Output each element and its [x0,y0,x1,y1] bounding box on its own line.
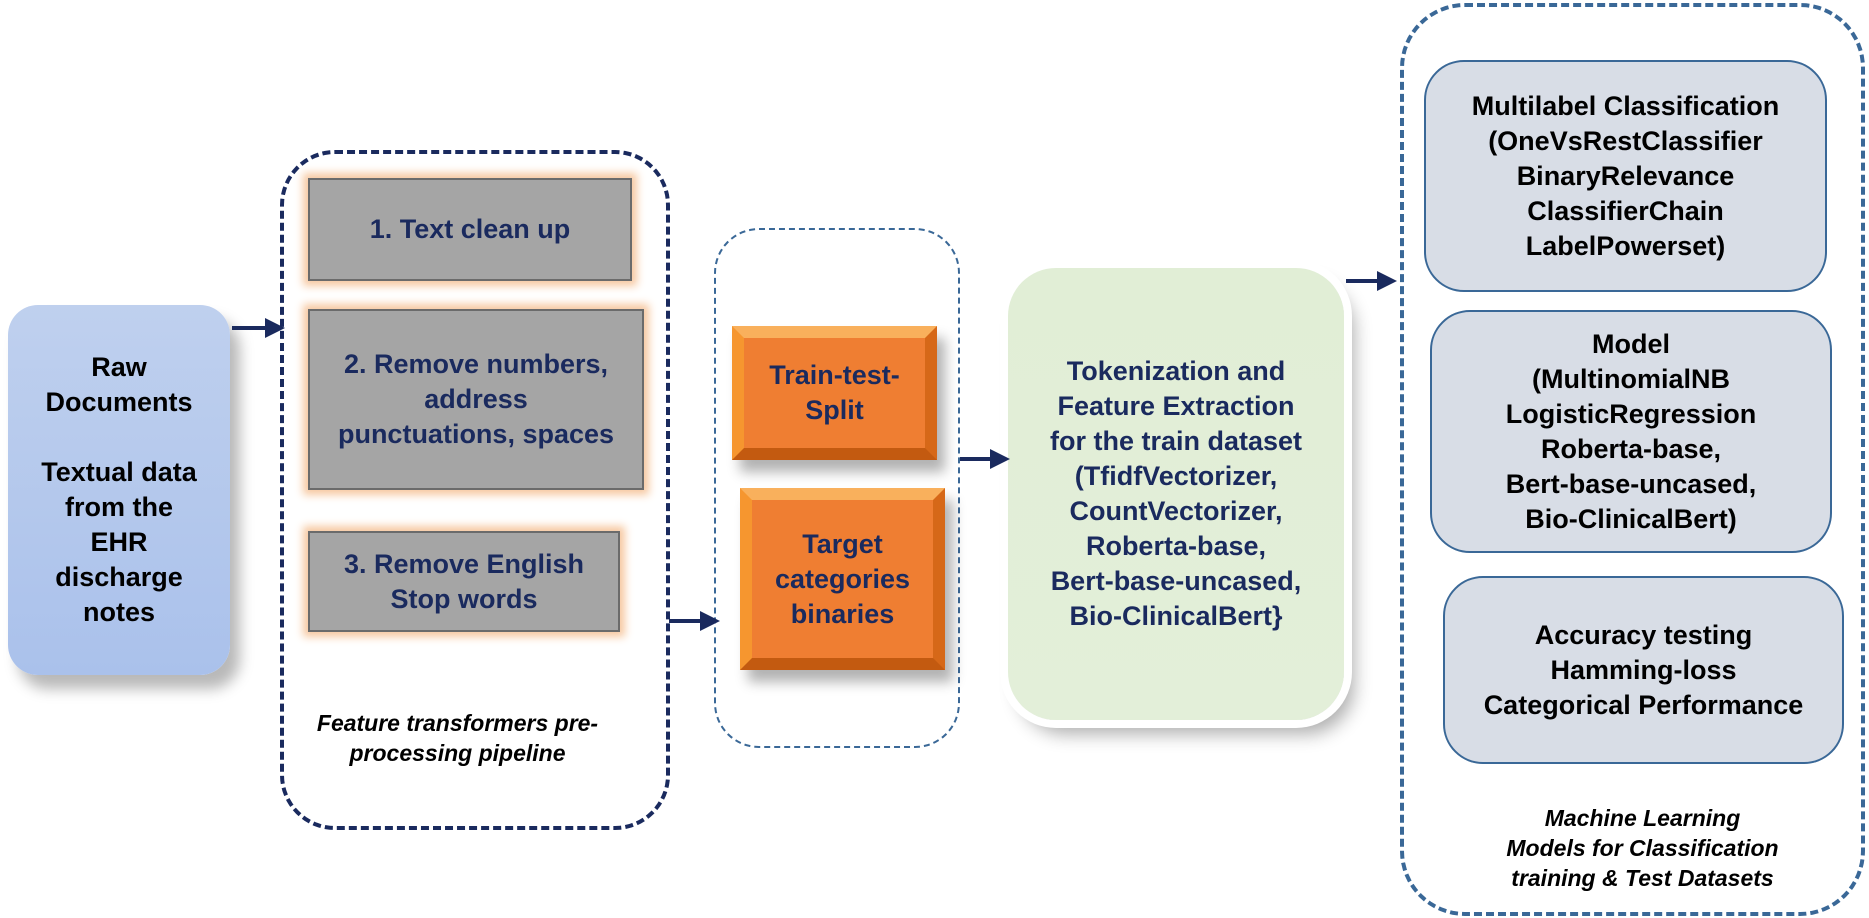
token-line: Bert-base-uncased, [1050,566,1302,596]
split-line: Train-test- [769,360,900,390]
ml-line: ClassifierChain [1527,195,1724,226]
split-line: Target [802,528,883,559]
raw-body-line: notes [82,597,155,627]
ml-models-group [1400,3,1865,916]
step-line: 2. Remove numbers, [343,349,609,379]
raw-body-line: Textual data [41,457,197,487]
token-line: Bio-ClinicalBert} [1069,601,1283,631]
ml-line: Bio-ClinicalBert) [1525,503,1737,534]
raw-title-line: Raw [91,352,147,382]
ml-line: Roberta-base, [1540,433,1722,464]
ml-line: BinaryRelevance [1516,160,1735,191]
step-line: address [424,384,528,414]
split-line: Split [805,395,864,425]
raw-body-line: discharge [55,562,183,592]
step-line: Stop words [390,583,538,614]
step-line: punctuations, spaces [337,419,615,449]
ml-line: Multilabel Classification [1471,90,1780,121]
ml-line: LogisticRegression [1505,398,1757,429]
token-line: (TfidfVectorizer, [1074,461,1278,491]
ml-line: Bert-base-uncased, [1505,468,1757,499]
ml-caption: Machine Learning Models for Classificati… [1480,803,1805,893]
token-line: Roberta-base, [1085,531,1267,561]
ml-line: LabelPowerset) [1525,230,1726,261]
raw-body-line: from the [64,492,173,522]
caption-line: Models for Classification [1506,835,1779,861]
ml-line: (MultinomialNB [1532,363,1730,394]
ml-line: Categorical Performance [1483,689,1804,720]
raw-body-line: EHR [90,527,148,557]
caption-line: training & Test Datasets [1511,865,1774,891]
ml-line: Hamming-loss [1550,654,1737,685]
step-remove-stopwords: 3. Remove English Stop words [308,531,620,632]
token-line: Tokenization and [1066,356,1286,386]
step-text-cleanup: 1. Text clean up [308,178,632,281]
ml-line: Model [1592,328,1670,359]
token-line: Feature Extraction [1057,391,1295,421]
tokenization-box: Tokenization and Feature Extraction for … [1008,268,1344,720]
model-box: Model (MultinomialNB LogisticRegression … [1430,310,1832,553]
split-line: binaries [790,598,895,629]
caption-line: Machine Learning [1544,805,1741,831]
raw-documents-box: Raw Documents Textual data from the EHR … [8,305,230,675]
caption-line: processing pipeline [349,740,566,766]
ml-line: Accuracy testing [1534,619,1753,650]
ml-line: (OneVsRestClassifier [1488,125,1763,156]
token-line: for the train dataset [1049,426,1303,456]
step-remove-numbers: 2. Remove numbers, address punctuations,… [308,309,644,490]
token-line: CountVectorizer, [1069,496,1283,526]
step-line: 1. Text clean up [369,214,571,244]
raw-title-line: Documents [45,387,193,417]
target-categories-box: Target categories binaries [740,488,945,670]
split-group [714,228,960,748]
preprocessing-caption: Feature transformers pre- processing pip… [290,708,625,768]
multilabel-classification-box: Multilabel Classification (OneVsRestClas… [1424,60,1827,292]
preprocessing-pipeline-group [280,150,670,830]
train-test-split-box: Train-test- Split [732,326,937,460]
step-line: 3. Remove English [343,548,585,579]
split-line: categories [774,563,911,594]
caption-line: Feature transformers pre- [316,710,599,736]
accuracy-testing-box: Accuracy testing Hamming-loss Categorica… [1443,576,1844,764]
